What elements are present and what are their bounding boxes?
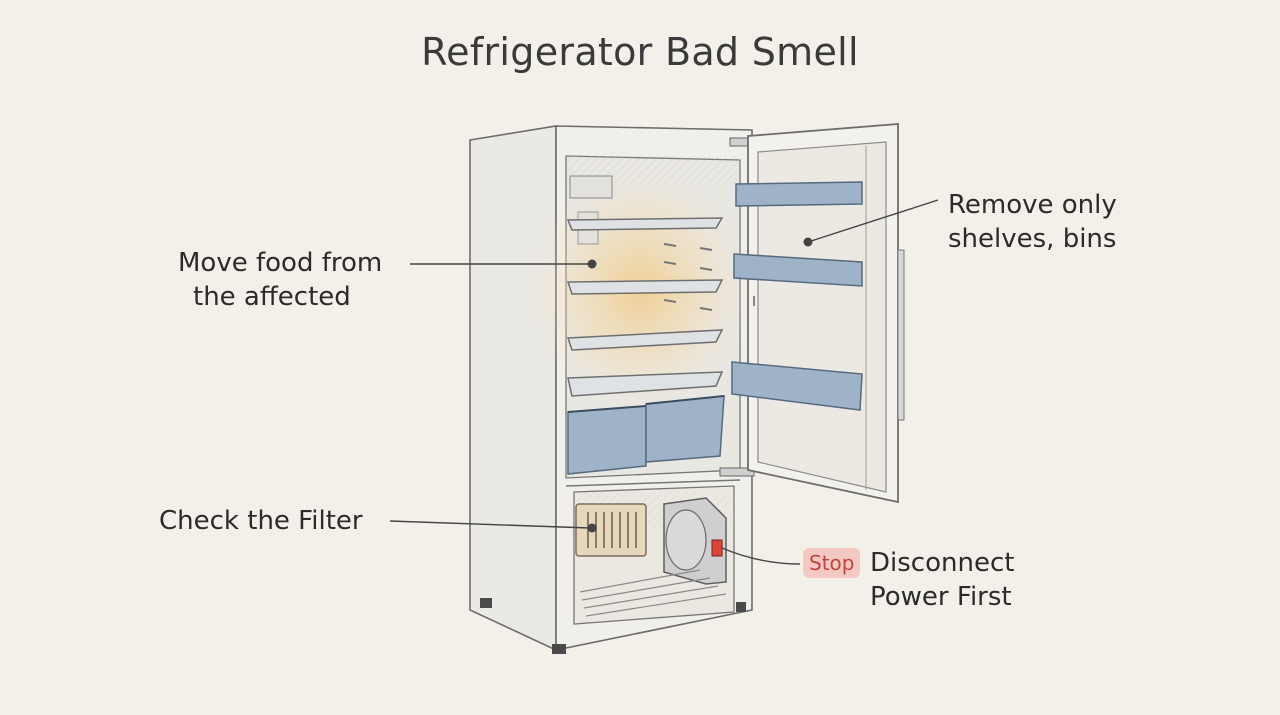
- callout-remove-shelves-line2: shelves, bins: [948, 224, 1117, 254]
- refrigerator-icon: [469, 123, 905, 654]
- callout-remove-shelves-line1: Remove only: [948, 190, 1117, 220]
- callout-disconnect-power-line1: Disconnect: [870, 548, 1015, 578]
- page-title: Refrigerator Bad Smell: [421, 30, 859, 74]
- crisper-bins: [567, 395, 725, 475]
- callout-disconnect-power-line2: Power First: [870, 582, 1012, 612]
- callout-move-food-line2: the affected: [193, 282, 351, 312]
- fridge-shelves: [566, 217, 724, 397]
- callout-move-food: Move food from the affected: [178, 246, 382, 314]
- door-bins: [731, 181, 863, 411]
- filter-icon: [575, 503, 647, 557]
- callout-move-food-line1: Move food from: [178, 248, 383, 278]
- stop-badge: Stop: [803, 548, 861, 578]
- callout-remove-shelves: Remove only shelves, bins: [948, 188, 1117, 256]
- callout-check-filter-line1: Check the Filter: [159, 506, 363, 536]
- power-switch-icon: [663, 497, 727, 585]
- callout-check-filter: Check the Filter: [159, 504, 363, 538]
- callout-disconnect-power: Disconnect Power First: [870, 546, 1014, 614]
